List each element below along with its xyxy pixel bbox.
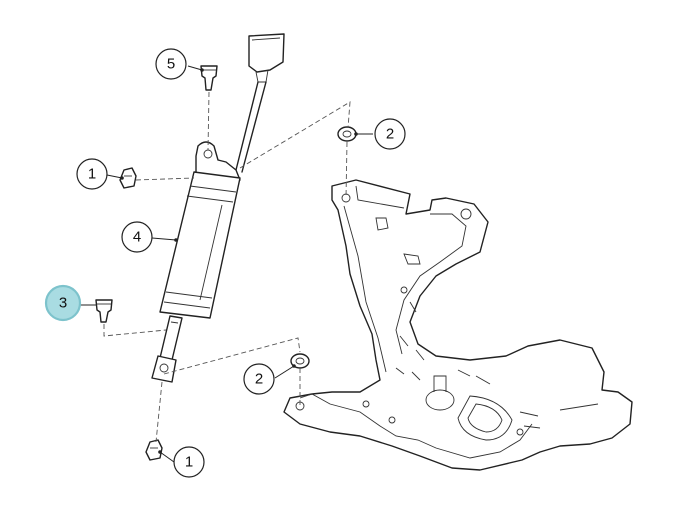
callout-label: 1 (88, 166, 96, 183)
callout-label: 5 (167, 56, 175, 73)
callout-label: 2 (255, 371, 263, 388)
callout-4[interactable]: 4 (121, 221, 153, 253)
callout-1-lower[interactable]: 1 (173, 446, 205, 478)
callout-label: 1 (185, 454, 193, 471)
callout-2-lower[interactable]: 2 (243, 363, 275, 395)
bolt-side[interactable] (95, 299, 113, 323)
callout-3-highlighted[interactable]: 3 (44, 284, 82, 322)
clip-upper[interactable] (119, 167, 137, 189)
clip-lower[interactable] (145, 439, 163, 461)
mounting-bracket[interactable] (283, 179, 633, 471)
callout-leaders (80, 65, 373, 463)
callout-2-upper[interactable]: 2 (374, 118, 406, 150)
callout-label: 4 (133, 229, 141, 246)
washer-upper[interactable] (337, 126, 357, 142)
callout-label: 3 (59, 295, 67, 312)
linear-actuator[interactable] (151, 33, 285, 383)
bolt-top[interactable] (200, 65, 218, 91)
assembly-lines (103, 91, 351, 443)
callout-5[interactable]: 5 (155, 48, 187, 80)
callout-1-upper[interactable]: 1 (76, 158, 108, 190)
callout-label: 2 (386, 126, 394, 143)
